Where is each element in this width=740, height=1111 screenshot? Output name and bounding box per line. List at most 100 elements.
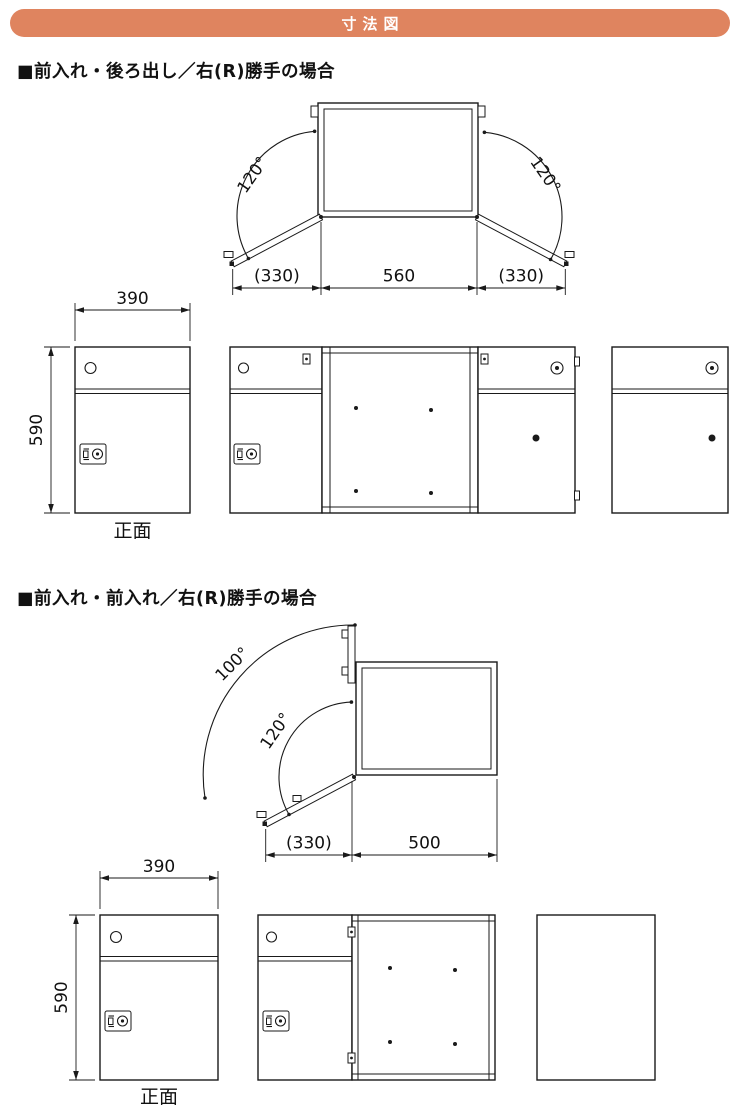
dim-arrow <box>75 307 84 313</box>
lock-handle-detail <box>233 443 261 465</box>
section2-title: ■前入れ・前入れ／右(R)勝手の場合 <box>17 589 318 609</box>
screw-hole-dot <box>354 406 358 410</box>
header-title-bar: 寸法図 <box>10 9 730 37</box>
front-caption: 正面 <box>140 1086 178 1108</box>
unit-rear-outline <box>611 346 729 514</box>
section1-front-view-wide <box>229 346 580 514</box>
hinge-bracket <box>347 926 356 938</box>
screw-hole-dot <box>388 966 392 970</box>
screw-hole-dot <box>453 968 457 972</box>
open-door-front <box>347 625 356 684</box>
section2-rear-view-unit <box>536 914 656 1081</box>
dim-arrow <box>343 852 352 858</box>
arc-end-dot <box>246 256 251 261</box>
arc-end-dot <box>312 129 317 134</box>
keyhole-circle <box>265 931 278 943</box>
keyhole-circle <box>84 361 97 375</box>
dim-arrow <box>321 285 330 291</box>
door-hinge-block <box>292 795 302 802</box>
dim-arrow <box>265 852 275 858</box>
dim-arrow <box>352 852 361 858</box>
unit-front-outline <box>74 346 191 514</box>
section2-drawing: 100° 120° (330) 500 <box>52 623 656 1108</box>
arc-end-dot <box>353 623 357 627</box>
dim-arrow <box>232 285 242 291</box>
hinge-tab <box>574 356 580 367</box>
angle-label-inner: 120° <box>256 709 294 752</box>
arc-end-dot <box>203 796 207 800</box>
lock-handle-detail <box>262 1010 290 1032</box>
dim-arrow <box>100 875 109 881</box>
door-stop-right <box>564 261 569 266</box>
keyhole-circle <box>109 930 123 944</box>
keyhole-circle <box>237 362 250 374</box>
swing-arc-inner <box>278 701 352 815</box>
box-top-view-inner-wall <box>361 667 492 770</box>
open-door-right <box>474 213 568 268</box>
dim-arrow <box>312 285 321 291</box>
knob-dot <box>532 434 540 442</box>
cylinder-lock-pin <box>710 366 714 370</box>
hinge-tab <box>341 666 349 676</box>
dim-door-right: (330) <box>498 267 544 287</box>
hinge-tab <box>341 629 349 639</box>
door-pivot-right <box>475 215 479 219</box>
dim-arrow <box>48 347 54 356</box>
dim-arrow <box>556 285 566 291</box>
door-pivot <box>352 775 356 779</box>
dim-door: (330) <box>286 834 332 854</box>
dim-height-label: 590 <box>27 414 47 446</box>
section2-top-view: 100° 120° <box>202 623 498 828</box>
lock-handle-detail <box>79 443 107 465</box>
right-door-panel <box>477 346 576 514</box>
section2-front-view-unit: 390 590 正面 <box>52 857 219 1108</box>
dim-arrow <box>488 852 497 858</box>
dim-door-left: (330) <box>254 267 300 287</box>
unit-rear-outline <box>536 914 656 1081</box>
screw-hole-dot <box>354 489 358 493</box>
open-door-flap <box>263 773 357 828</box>
box-top-view-outline <box>355 661 498 776</box>
cylinder-lock-circle <box>550 361 564 375</box>
door-stop <box>262 821 267 826</box>
angle-label-outer: 100° <box>211 643 253 685</box>
dim-arrow <box>48 504 54 513</box>
front-caption: 正面 <box>113 520 151 542</box>
section1-width-dimensions: (330) 560 (330) <box>232 222 566 295</box>
door-latch <box>256 811 267 818</box>
section1-title: ■前入れ・後ろ出し／右(R)勝手の場合 <box>17 62 336 82</box>
screw-hole-dot <box>453 1042 457 1046</box>
open-door-left <box>230 213 324 268</box>
arc-end-dot <box>287 812 291 817</box>
dim-arrow <box>181 307 190 313</box>
door-stop-left <box>229 261 234 266</box>
arc-end-dot <box>349 700 354 704</box>
knob-dot <box>708 434 716 442</box>
cylinder-lock-pin <box>555 366 559 370</box>
dim-arrow <box>468 285 477 291</box>
angle-label-right: 120° <box>526 153 564 196</box>
section1-rear-view-unit <box>611 346 729 514</box>
hinge-bracket <box>347 1052 356 1064</box>
angle-label-left: 120° <box>233 153 271 196</box>
screw-hole-dot <box>429 491 433 495</box>
cylinder-lock-circle <box>705 361 719 375</box>
swing-arc-right <box>484 131 563 260</box>
section1-drawing: 120° 120° (330) 560 (330) <box>27 102 729 542</box>
dim-width-label: 390 <box>116 289 148 309</box>
dim-body-width: 560 <box>383 267 415 287</box>
section1-top-view: 120° 120° <box>223 102 575 268</box>
body-front-outline <box>351 914 496 1081</box>
door-panel <box>257 914 353 1081</box>
hinge-tab <box>574 490 580 501</box>
hinge-bracket <box>302 353 311 365</box>
hinge-tab-right <box>477 105 486 118</box>
door-latch-left <box>223 251 234 258</box>
lock-handle-detail <box>104 1010 132 1032</box>
screw-hole-dot <box>388 1040 392 1044</box>
section1-front-view-unit: 390 590 正面 <box>27 289 191 542</box>
hinge-tab-left <box>310 105 319 118</box>
page-title: 寸法図 <box>341 14 405 33</box>
section2-front-view-open <box>257 914 496 1081</box>
